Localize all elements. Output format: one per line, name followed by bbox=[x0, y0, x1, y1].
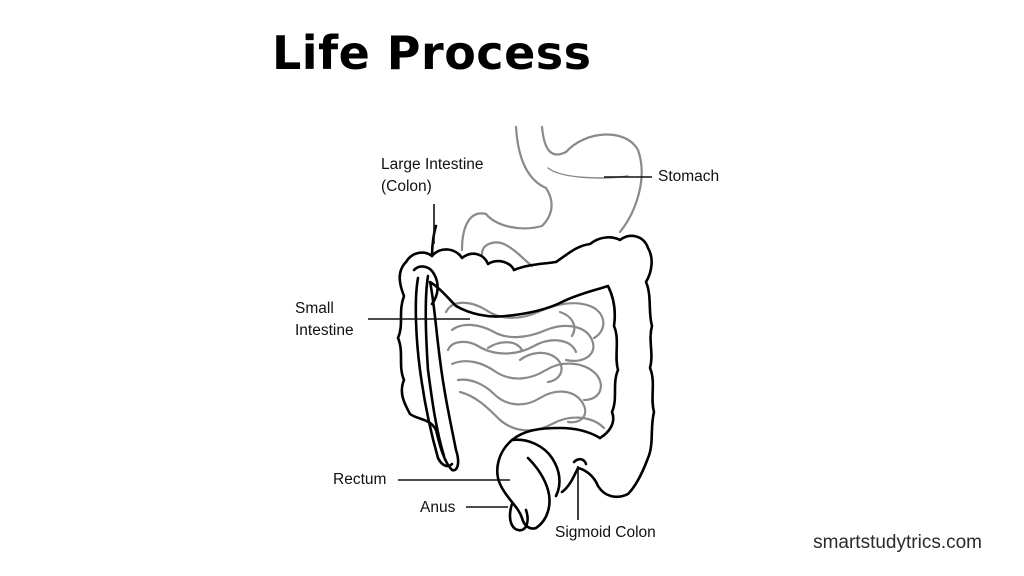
label-sigmoid-colon: Sigmoid Colon bbox=[555, 524, 656, 541]
watermark: smartstudytrics.com bbox=[813, 532, 982, 553]
label-small-intestine-line-2: Intestine bbox=[295, 322, 354, 339]
label-stomach: Stomach bbox=[658, 168, 720, 185]
page-title: Life Process bbox=[272, 26, 592, 80]
label-large-intestine: Large Intestine (Colon) bbox=[381, 154, 484, 198]
small-intestine-shape bbox=[444, 301, 606, 432]
label-anus: Anus bbox=[420, 499, 456, 516]
label-large-intestine-line-2: (Colon) bbox=[381, 178, 432, 195]
label-large-intestine-line-1: Large Intestine bbox=[381, 156, 484, 173]
label-small-intestine: Small Intestine bbox=[295, 298, 354, 342]
large-intestine-shape bbox=[396, 224, 656, 532]
stomach-shape bbox=[460, 125, 643, 268]
label-rectum: Rectum bbox=[333, 471, 387, 488]
label-small-intestine-line-1: Small bbox=[295, 300, 334, 317]
leader-lines bbox=[368, 176, 652, 520]
